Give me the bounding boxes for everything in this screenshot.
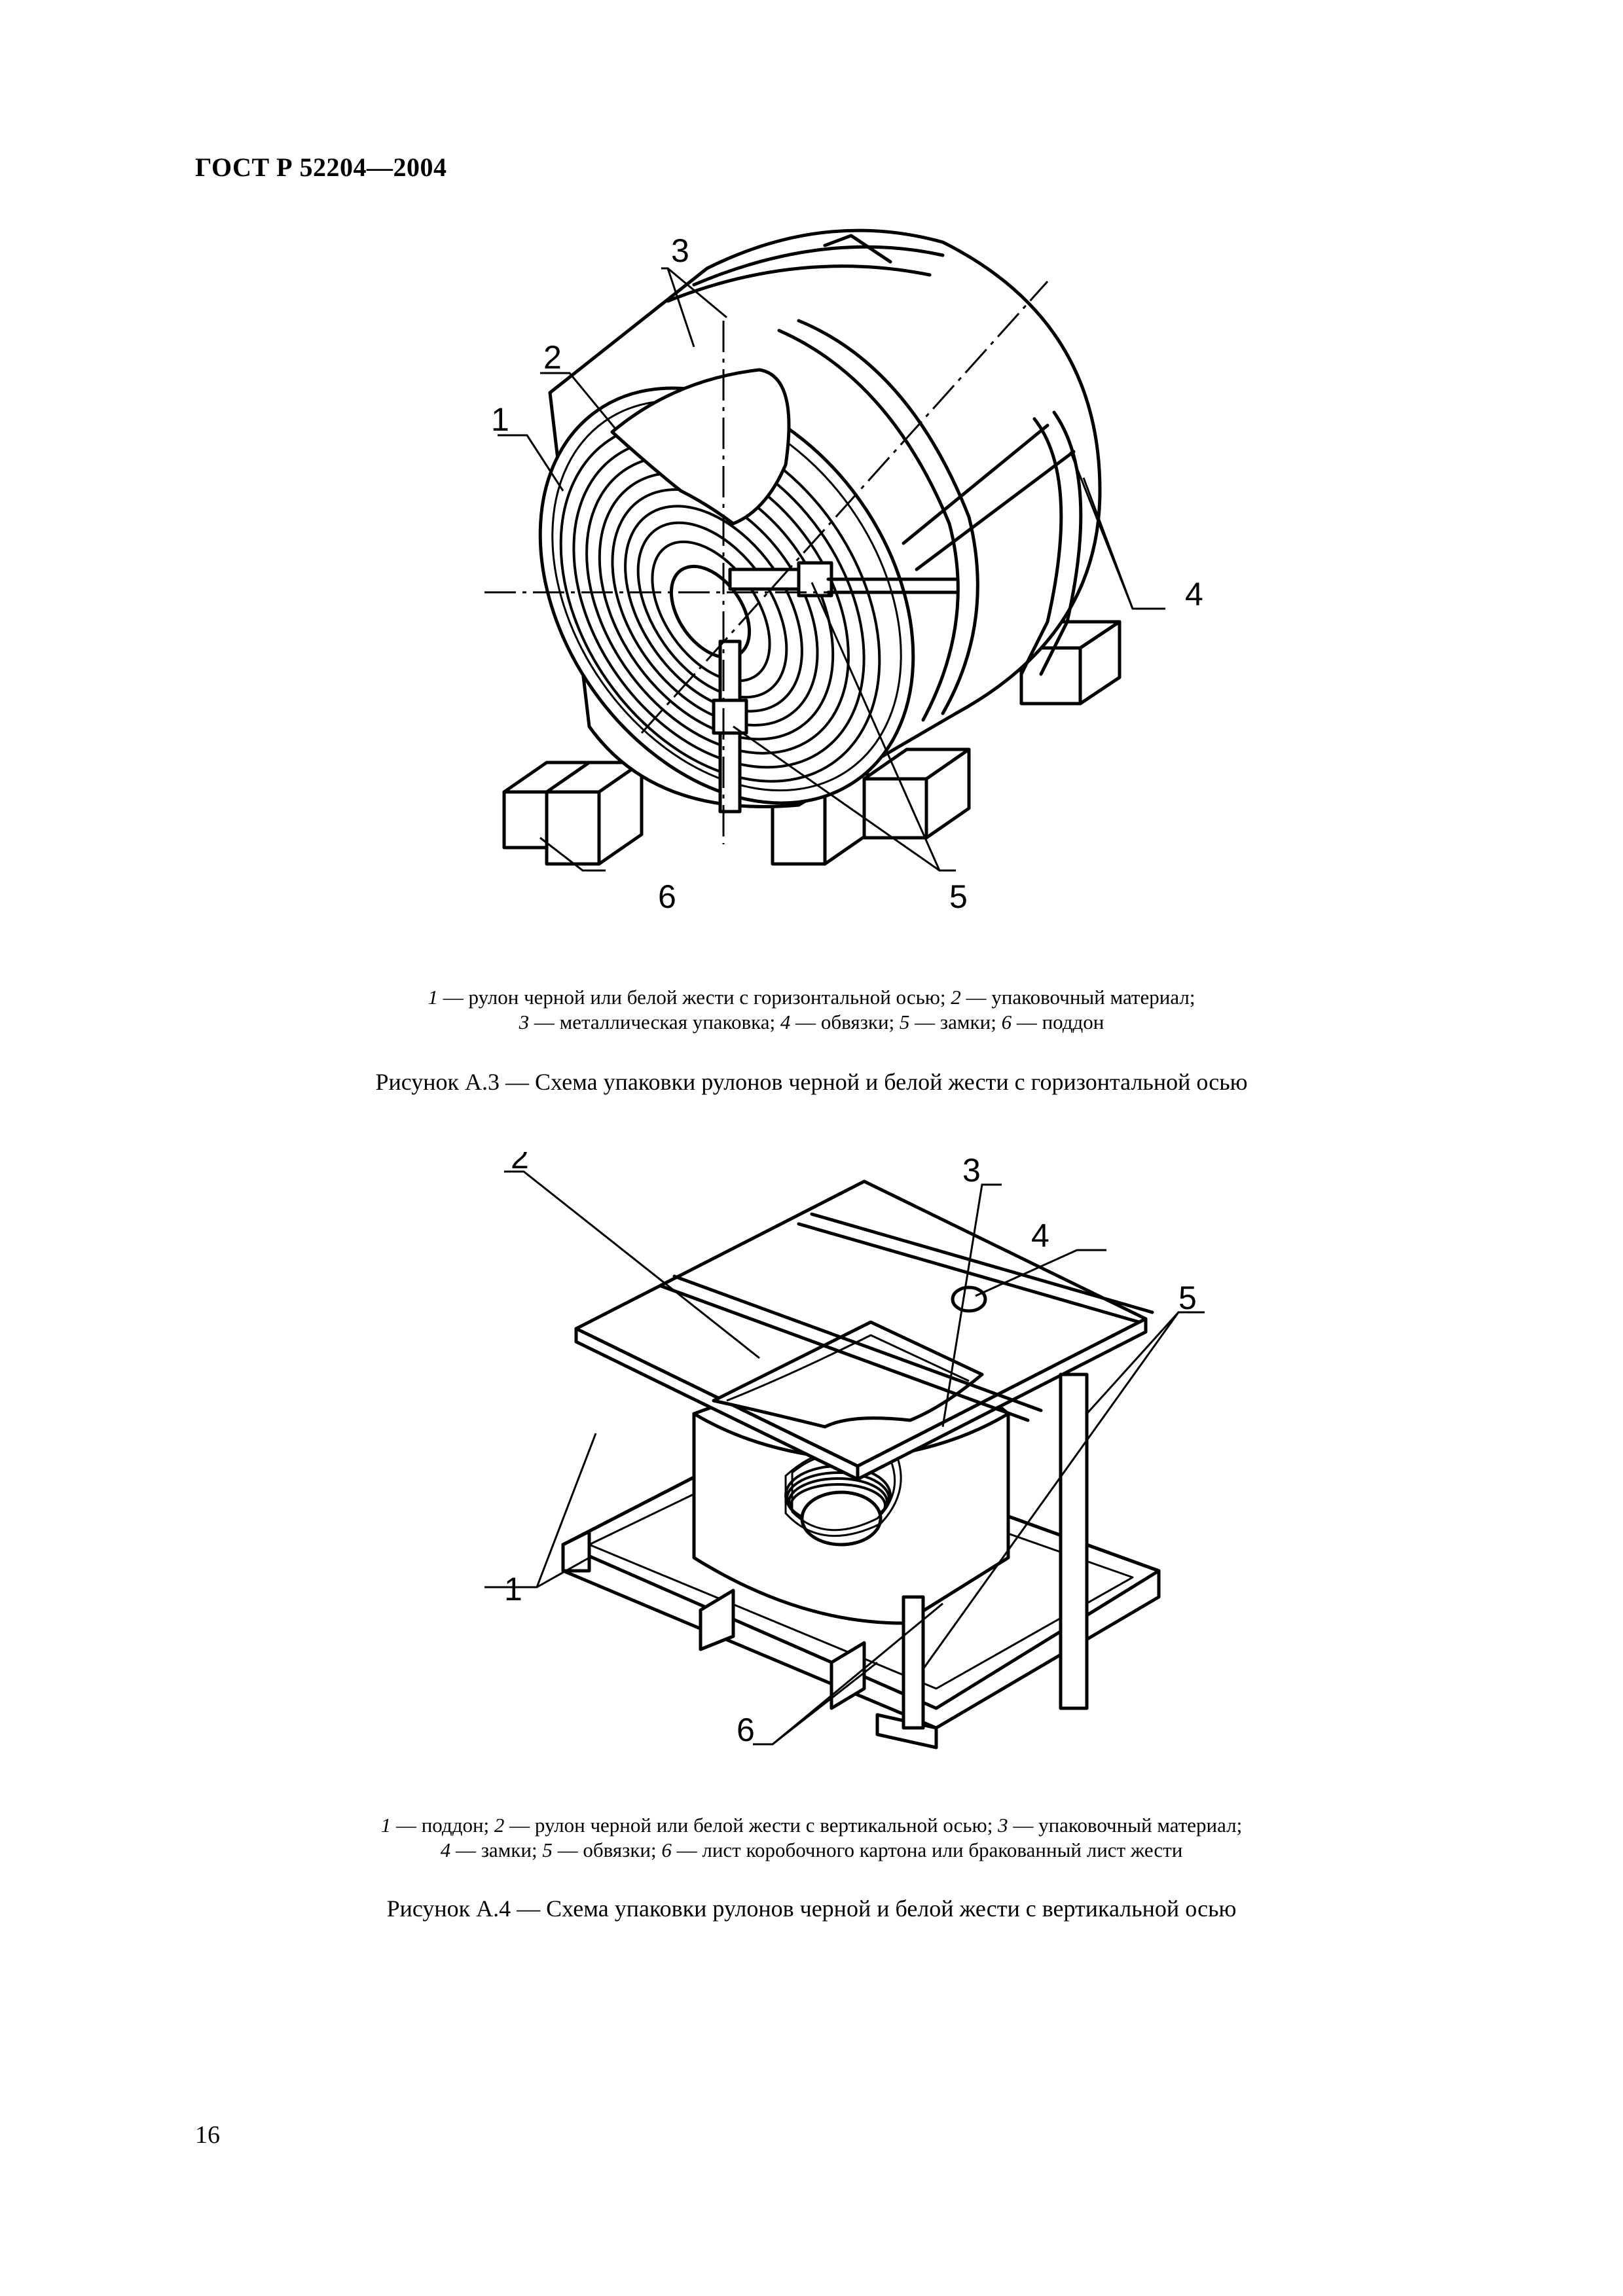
caption-a3: Рисунок А.3 — Схема упаковки рулонов чер…	[375, 1069, 1248, 1095]
callout-2-a4: 2	[511, 1152, 529, 1175]
legend-a3: 1 — рулон черной или белой жести с гориз…	[428, 986, 1195, 1033]
callout-6: 6	[658, 878, 676, 915]
callout-5: 5	[949, 878, 968, 915]
callout-2: 2	[543, 339, 562, 376]
callout-4-a4: 4	[1031, 1217, 1049, 1254]
legend-a4: 1 — поддон; 2 — рулон черной или белой ж…	[380, 1814, 1243, 1861]
callout-5-a4: 5	[1178, 1280, 1197, 1316]
document-header: ГОСТ Р 52204—2004	[195, 152, 447, 182]
callout-1-a4: 1	[504, 1571, 522, 1607]
callout-4: 4	[1185, 576, 1203, 613]
leaders-a4	[484, 1170, 1205, 1746]
callout-3: 3	[671, 232, 689, 269]
figure-a4-diagram: 2 3 4 5 1 6	[484, 1152, 1270, 1780]
caption-a4: Рисунок А.4 — Схема упаковки рулонов чер…	[386, 1895, 1237, 1922]
pallet-a3	[502, 620, 1122, 866]
callout-3-a4: 3	[962, 1152, 981, 1189]
callout-6-a4: 6	[737, 1712, 755, 1748]
lock-a4	[951, 1285, 987, 1313]
callout-1: 1	[491, 401, 509, 438]
leaders-a3	[498, 267, 1165, 872]
page-number: 16	[195, 2121, 220, 2149]
bands-a4	[659, 1212, 1154, 1730]
coil-horizontal	[484, 228, 1102, 844]
top-board	[574, 1179, 1148, 1481]
figure-a3-diagram: 1 2 3 4 5 6	[458, 216, 1211, 956]
